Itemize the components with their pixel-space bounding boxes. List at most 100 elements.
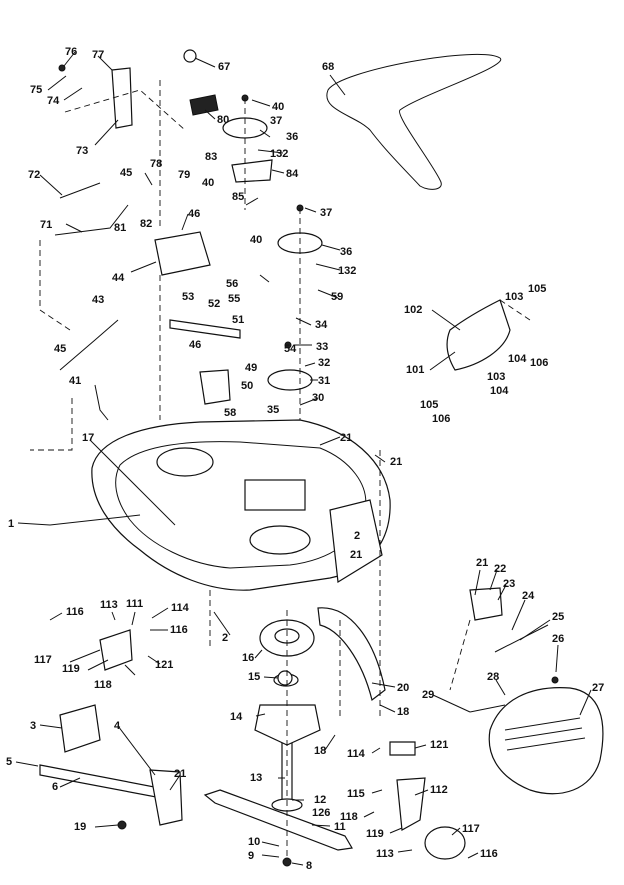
bracket-77	[111, 67, 133, 129]
callout-9: 9	[248, 850, 254, 862]
callout-29: 29	[422, 689, 434, 701]
pin-26	[551, 676, 559, 684]
callout-118-b: 118	[340, 811, 358, 823]
callout-25: 25	[552, 611, 564, 623]
callout-116-c: 116	[480, 848, 498, 860]
deck-support-bracket	[59, 704, 101, 753]
callout-104-a: 104	[508, 353, 527, 365]
callout-26: 26	[552, 633, 564, 645]
spring-72	[59, 182, 101, 199]
bracket-121	[389, 741, 416, 756]
callout-81: 81	[114, 222, 126, 234]
callout-72: 72	[28, 169, 40, 181]
discharge-shield	[488, 687, 604, 795]
knob-67	[183, 49, 197, 63]
callout-115: 115	[347, 788, 365, 800]
callout-56: 56	[226, 278, 238, 290]
callout-2-b: 2	[222, 632, 228, 644]
callout-84: 84	[286, 168, 299, 180]
callout-31: 31	[318, 375, 330, 387]
callout-106-a: 106	[530, 357, 548, 369]
part-drawings	[39, 49, 604, 867]
callout-118-a: 118	[94, 679, 112, 691]
front-hanger-bracket	[317, 607, 386, 702]
callout-116-a: 116	[66, 606, 84, 618]
bracket-84	[231, 159, 273, 183]
lift-link-71	[54, 204, 129, 236]
callout-1: 1	[8, 518, 14, 530]
callout-labels: 76 77 75 74 73 67 40 37 80 36 132 83 78 …	[6, 46, 604, 872]
callout-3: 3	[30, 720, 36, 732]
drive-v-belt	[326, 53, 502, 190]
callout-37-b: 37	[320, 207, 332, 219]
callout-73: 73	[76, 145, 88, 157]
callout-33: 33	[316, 341, 328, 353]
callout-45-a: 45	[120, 167, 132, 179]
callout-113-b: 113	[376, 848, 394, 860]
callout-58: 58	[224, 407, 236, 419]
callout-27: 27	[592, 682, 604, 694]
callout-103-b: 103	[487, 371, 505, 383]
callout-117-a: 117	[34, 654, 52, 666]
callout-21-a: 21	[340, 432, 352, 444]
callout-83: 83	[205, 151, 217, 163]
callout-52: 52	[208, 298, 220, 310]
bolt-8	[282, 857, 292, 867]
callout-54: 54	[284, 343, 297, 355]
callout-50: 50	[241, 380, 253, 392]
callout-22: 22	[494, 563, 506, 575]
callout-79: 79	[178, 169, 190, 181]
shield-grille	[504, 717, 586, 751]
callout-80: 80	[217, 114, 229, 126]
callout-121-a: 121	[155, 659, 173, 671]
bolt-19	[117, 820, 127, 830]
spindle-fan-pulley	[254, 704, 321, 746]
callout-17: 17	[82, 432, 94, 444]
callout-6: 6	[52, 781, 58, 793]
callout-40-b: 40	[202, 177, 214, 189]
wheel-bracket	[396, 777, 426, 831]
callout-35: 35	[267, 404, 279, 416]
idler-arm-53	[169, 319, 241, 339]
callout-114-a: 114	[171, 602, 190, 614]
callout-40-a: 40	[272, 101, 284, 113]
callout-13: 13	[250, 772, 262, 784]
callout-43: 43	[92, 294, 104, 306]
callout-53: 53	[182, 291, 194, 303]
callout-36-a: 36	[286, 131, 298, 143]
callout-105-a: 105	[528, 283, 546, 295]
callout-67: 67	[218, 61, 230, 73]
callout-105-b: 105	[420, 399, 438, 411]
callout-11: 11	[334, 821, 346, 833]
callout-104-b: 104	[490, 385, 509, 397]
callout-116-b: 116	[170, 624, 188, 636]
washer-15	[277, 670, 293, 686]
callout-111: 111	[126, 598, 143, 610]
callout-132-a: 132	[270, 148, 288, 160]
callout-32: 32	[318, 357, 330, 369]
callout-71: 71	[40, 219, 52, 231]
bolt-76	[58, 64, 66, 72]
callout-40-c: 40	[250, 234, 262, 246]
deck-discharge-side	[329, 499, 383, 584]
callout-113-a: 113	[100, 599, 118, 611]
bracket-111	[99, 629, 133, 671]
callout-44: 44	[112, 272, 125, 284]
callout-18-b: 18	[314, 745, 326, 757]
callout-119-b: 119	[366, 828, 384, 840]
callout-20: 20	[397, 682, 409, 694]
callout-102: 102	[404, 304, 422, 316]
callout-37-a: 37	[270, 115, 282, 127]
callout-23: 23	[503, 578, 515, 590]
belt-guard	[446, 299, 511, 371]
callout-24: 24	[522, 590, 535, 602]
callout-78: 78	[150, 158, 162, 170]
bracket-58	[199, 369, 231, 405]
callout-55: 55	[228, 293, 240, 305]
leader-lines	[15, 51, 592, 866]
mower-blade	[203, 789, 353, 851]
callout-77: 77	[92, 49, 104, 61]
spindle-hole-left	[156, 447, 214, 477]
spindle-hole-right	[249, 525, 311, 555]
